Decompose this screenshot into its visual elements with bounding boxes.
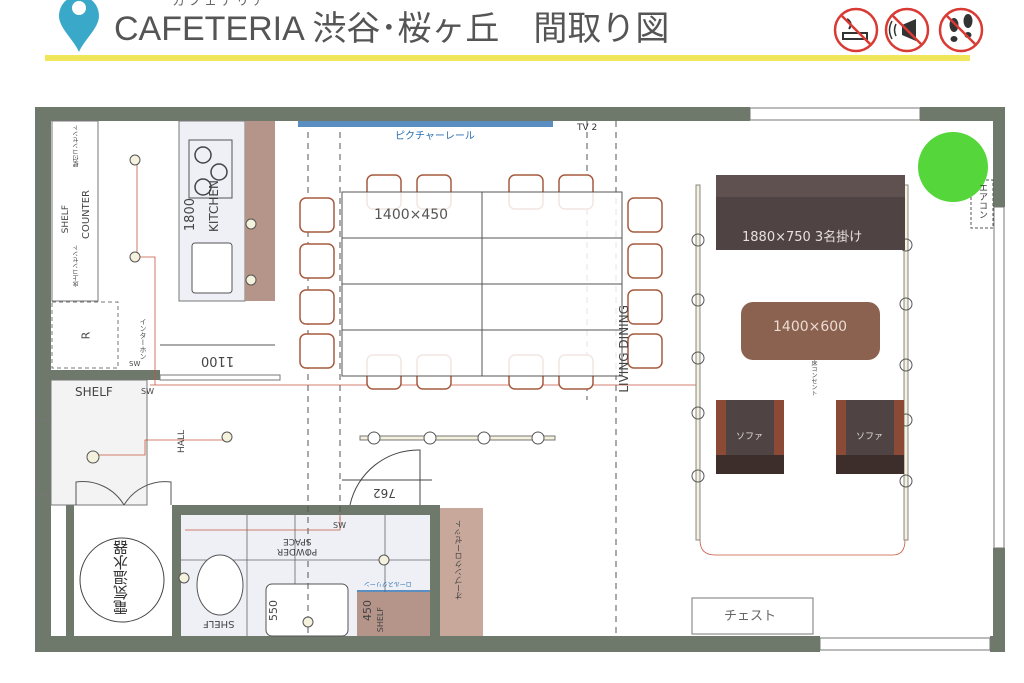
no-smoking-icon: [833, 7, 879, 53]
dining-table-size: 1400×450: [374, 207, 449, 223]
dimension-450: 450: [361, 600, 374, 621]
wall-bath-left: [172, 505, 181, 640]
fridge-space: [51, 301, 119, 369]
page-title: CAFETERIA 渋谷･桜ヶ丘 間取り図: [114, 10, 670, 48]
burner: [210, 163, 228, 181]
dining-table: [341, 191, 623, 377]
kitchen-wood-strip: [245, 121, 275, 301]
window-top: [749, 107, 921, 121]
fridge-label: R: [79, 331, 93, 340]
wall-kitchen-partition: [35, 370, 160, 380]
location-pin-icon: [56, 0, 102, 54]
water-heater-label: 電気温水器: [112, 540, 130, 615]
floor-outlet-label: 床上コンセント: [73, 245, 80, 287]
window-left: [35, 419, 51, 496]
light-fixtures: [86, 154, 390, 628]
chest: [691, 597, 814, 635]
counter: [51, 120, 99, 302]
no-shoes-icon: [938, 7, 984, 53]
dimension-1100: 1100: [201, 353, 235, 368]
closet-label: オープンクローゼット: [454, 520, 463, 600]
kitchen-label: KITCHEN: [207, 180, 221, 232]
rail-right: [903, 184, 909, 541]
picture-rail-label: ピクチャーレール: [395, 131, 475, 142]
switch-label: SW: [333, 521, 346, 530]
shelf-powder-label: SHELF: [203, 618, 235, 629]
wall-bottom: [35, 636, 820, 652]
toilet: [196, 554, 244, 616]
counter-label: COUNTER: [81, 190, 92, 240]
door-dimension: 762: [373, 486, 396, 500]
burner: [194, 178, 212, 196]
sofa-size-label: 1880×750 3名掛け: [742, 230, 863, 245]
roll-screen-label: ロールスクリーン: [364, 580, 412, 587]
switch-label: SW: [129, 360, 141, 368]
shelf-small-label: SHELF: [376, 607, 385, 633]
armchair-left-label: ソファ: [736, 432, 764, 442]
powder-label: POWDER: [277, 546, 318, 556]
hall-label: HALL: [177, 430, 187, 453]
title-underline: [45, 55, 970, 61]
kitchen-dimension: 1800: [183, 198, 198, 232]
picture-rail: [298, 121, 553, 127]
walls: [35, 107, 1005, 652]
water-heater: [79, 537, 165, 623]
dimension-550: 550: [267, 600, 280, 621]
no-noise-icon: [884, 7, 930, 53]
location-marker: [918, 132, 988, 202]
wash-basin: [265, 583, 349, 637]
armchair-left: [716, 400, 784, 474]
wall-top-right: [920, 107, 1005, 121]
door-swing: [349, 449, 421, 506]
rail-left: [695, 184, 701, 541]
wall-closet: [430, 505, 440, 640]
space-label: SPACE: [283, 536, 312, 546]
switch-label: SW: [141, 387, 154, 396]
tv-outlet-label: TV 2: [577, 123, 598, 133]
wall-right-top: [993, 107, 1005, 207]
window-right: [993, 206, 1005, 549]
aircon-label: エアコン: [977, 183, 987, 219]
windows: [35, 107, 1005, 651]
burner: [194, 146, 212, 164]
stove: [188, 139, 233, 199]
floor-outlet2-label: 床コンセント: [810, 360, 817, 396]
kitchen-sink: [191, 242, 233, 294]
coffee-table-size: 1400×600: [773, 319, 848, 335]
wall-right-bottom: [993, 548, 1005, 652]
pendant-lights: [367, 431, 545, 445]
chest-label: チェスト: [724, 609, 777, 624]
wall-outlet-label: 壁付コンセント: [73, 125, 80, 167]
bath-shelf: [357, 592, 430, 636]
title-furigana: カフェテリア: [172, 0, 269, 9]
shelf-partition: [159, 374, 281, 381]
closet-wood: [440, 508, 483, 636]
intercom-label: インターホン: [139, 318, 147, 360]
window-bottom: [819, 637, 991, 651]
wall-heater: [66, 505, 74, 640]
coffee-table: [741, 302, 880, 360]
rail-lights: [691, 233, 913, 488]
wall-top: [35, 107, 750, 121]
dining-chairs: [299, 174, 663, 390]
armchair-right-label: ソファ: [856, 432, 884, 442]
closet-doors: [75, 481, 172, 506]
shelf-hall-label: SHELF: [75, 385, 113, 399]
armchair-right: [836, 400, 904, 474]
shelf-top-label: SHELF: [61, 205, 71, 234]
wall-bath-top: [172, 505, 437, 515]
pendant-rail: [359, 435, 556, 441]
living-dining-label: LIVING DINING: [617, 305, 631, 393]
